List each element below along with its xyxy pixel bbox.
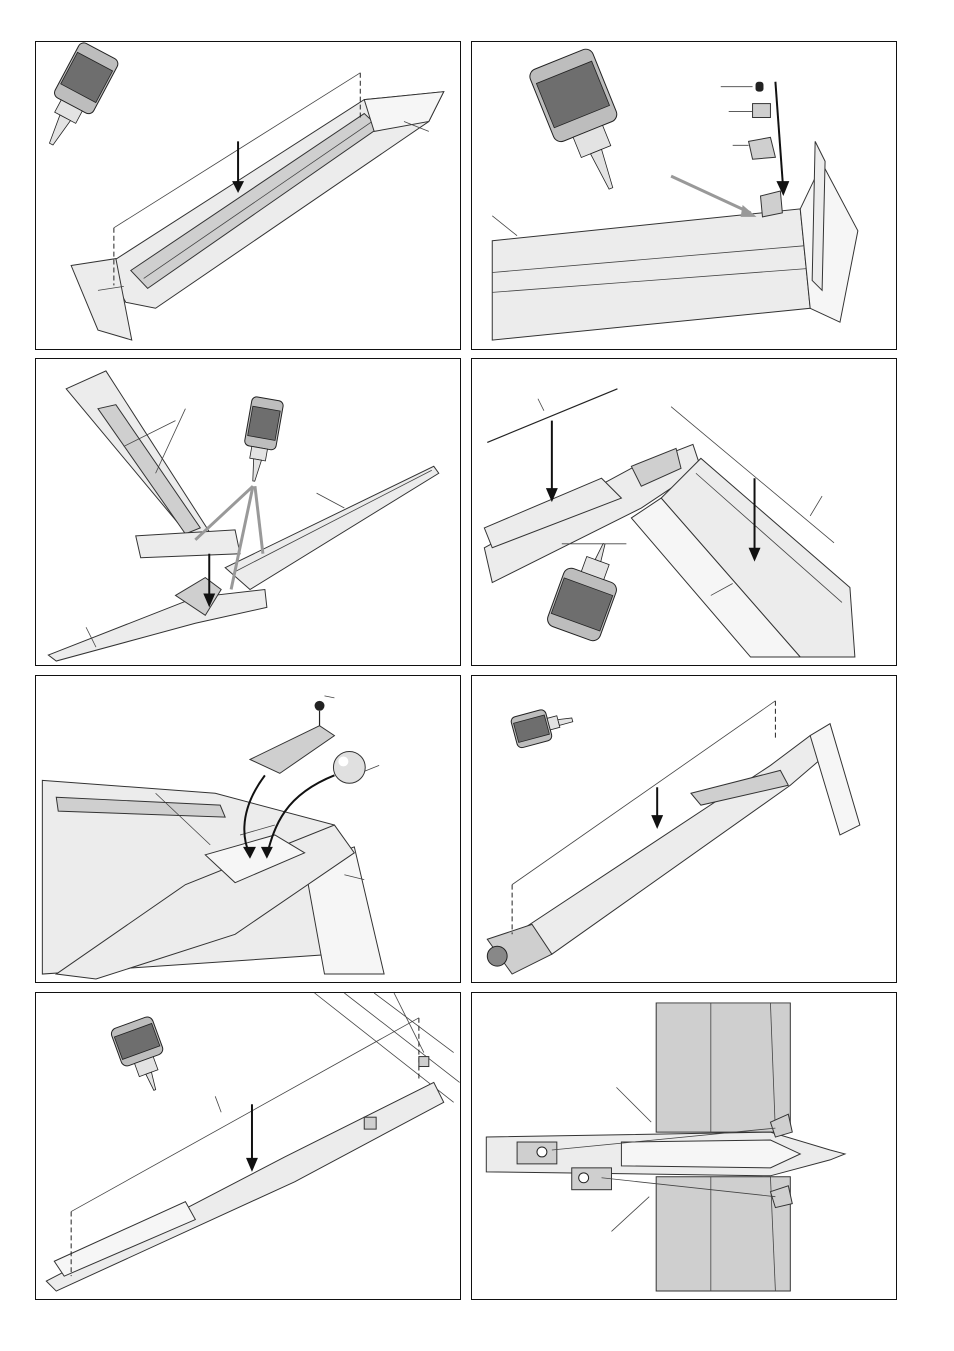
ball-icon [333, 752, 365, 784]
glue-bottle-icon [238, 396, 284, 484]
glue-bottle-icon [110, 1015, 176, 1097]
fuselage-spine-illustration [472, 676, 896, 982]
panel-horn-fitting [471, 41, 897, 350]
screw-icon [756, 82, 764, 92]
wing-root-illustration [36, 993, 460, 1299]
panel-tailplane-gluing [35, 41, 461, 350]
wing-joiner-illustration [472, 359, 896, 665]
screw-icon [315, 701, 325, 726]
panel-fuselage-spine [471, 675, 897, 983]
arrow-down-icon [651, 787, 663, 829]
glue-bottle-icon [510, 703, 576, 749]
panel-canopy-fitting [35, 675, 461, 983]
panel-wing-joiner [471, 358, 897, 666]
glue-bottle-icon [527, 47, 642, 201]
arrow-down-icon [246, 1104, 258, 1172]
tailplane-illustration [36, 42, 460, 349]
panel-tail-assembly [35, 358, 461, 666]
glue-bottle-icon [36, 42, 120, 154]
rudder-linkage-illustration [472, 993, 896, 1299]
horn-fitting-illustration [472, 42, 896, 349]
glue-bottle-icon [545, 534, 630, 643]
panel-wing-root-joining [35, 992, 461, 1300]
canopy-illustration [36, 676, 460, 982]
tail-assembly-illustration [36, 359, 460, 665]
panel-rudder-linkage-top-view [471, 992, 897, 1300]
